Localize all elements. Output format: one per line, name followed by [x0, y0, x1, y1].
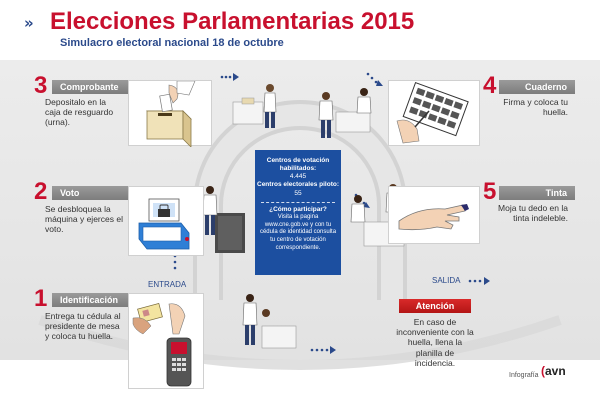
step-3-label: Comprobante	[52, 80, 130, 94]
attention-label: Atención	[399, 299, 471, 313]
dashed-arrow-icon	[468, 277, 490, 285]
step-5-label: Tinta	[499, 186, 575, 200]
info-box: Centros de votación habilitados: 4.445 C…	[255, 150, 341, 275]
identification-table-figure-icon	[242, 294, 297, 349]
path-bottom	[38, 315, 562, 370]
step-1-label: Identificación	[52, 293, 130, 307]
info-divider	[261, 201, 335, 203]
step-5-number: 5	[483, 178, 497, 205]
dashed-arrow-icon	[310, 346, 336, 354]
id-card-fingerprint-icon	[132, 302, 192, 387]
notebook-signature-icon	[396, 81, 469, 144]
attention-description: En caso de inconveniente con la huella, …	[396, 317, 474, 368]
path-track-inner	[197, 104, 403, 300]
credit-text: Infografía	[509, 372, 539, 379]
step-1-description: Entrega tu cédula al presidente de mesa …	[45, 311, 121, 342]
step-4-number: 4	[483, 72, 497, 99]
voter-figure-icon	[232, 84, 277, 128]
participate-instructions: Visita la pagina www.cne.gob.ve y con tu…	[259, 213, 337, 251]
step-3-description: Depositalo en la caja de resguardo (urna…	[45, 97, 114, 128]
step-3-illustration	[128, 80, 212, 148]
page-subtitle: Simulacro electoral nacional 18 de octub…	[60, 37, 284, 49]
centers-label: Centros de votación habilitados:	[266, 157, 330, 173]
voting-booth-figure-icon	[202, 186, 245, 253]
avn-logo: (avn	[541, 364, 566, 378]
step-4-illustration	[388, 80, 480, 146]
step-1-illustration	[128, 293, 204, 389]
pilot-label: Centros electorales piloto:	[257, 181, 339, 189]
step-2-description: Se desbloquea la máquina y ejerces el vo…	[45, 204, 123, 235]
participate-question: ¿Cómo participar?	[269, 205, 327, 213]
step-2-number: 2	[34, 178, 48, 205]
voting-machine-icon	[138, 198, 190, 250]
step-4-label: Cuaderno	[499, 80, 575, 94]
step-1-number: 1	[34, 285, 48, 312]
step-4-description: Firma y coloca tu huella.	[503, 97, 568, 118]
step-3-number: 3	[34, 72, 48, 99]
step-2-label: Voto	[52, 186, 130, 200]
dashed-arrow-icon	[366, 72, 383, 86]
step-5-illustration	[388, 186, 480, 244]
salida-label: SALIDA	[432, 276, 461, 285]
dashed-arrow-icon	[220, 73, 239, 81]
ink-finger-icon	[398, 204, 469, 231]
entrada-label: ENTRADA	[148, 280, 187, 289]
pilot-value: 55	[294, 189, 302, 197]
centers-value: 4.445	[289, 173, 307, 181]
page-title: Elecciones Parlamentarias 2015	[50, 8, 415, 35]
header-chevron-icon: »	[24, 14, 34, 32]
ballot-box-icon	[146, 80, 196, 148]
step-5-description: Moja tu dedo en la tinta indeleble.	[498, 203, 568, 224]
step-2-illustration	[128, 186, 204, 256]
poll-workers-figure-icon	[318, 88, 372, 138]
